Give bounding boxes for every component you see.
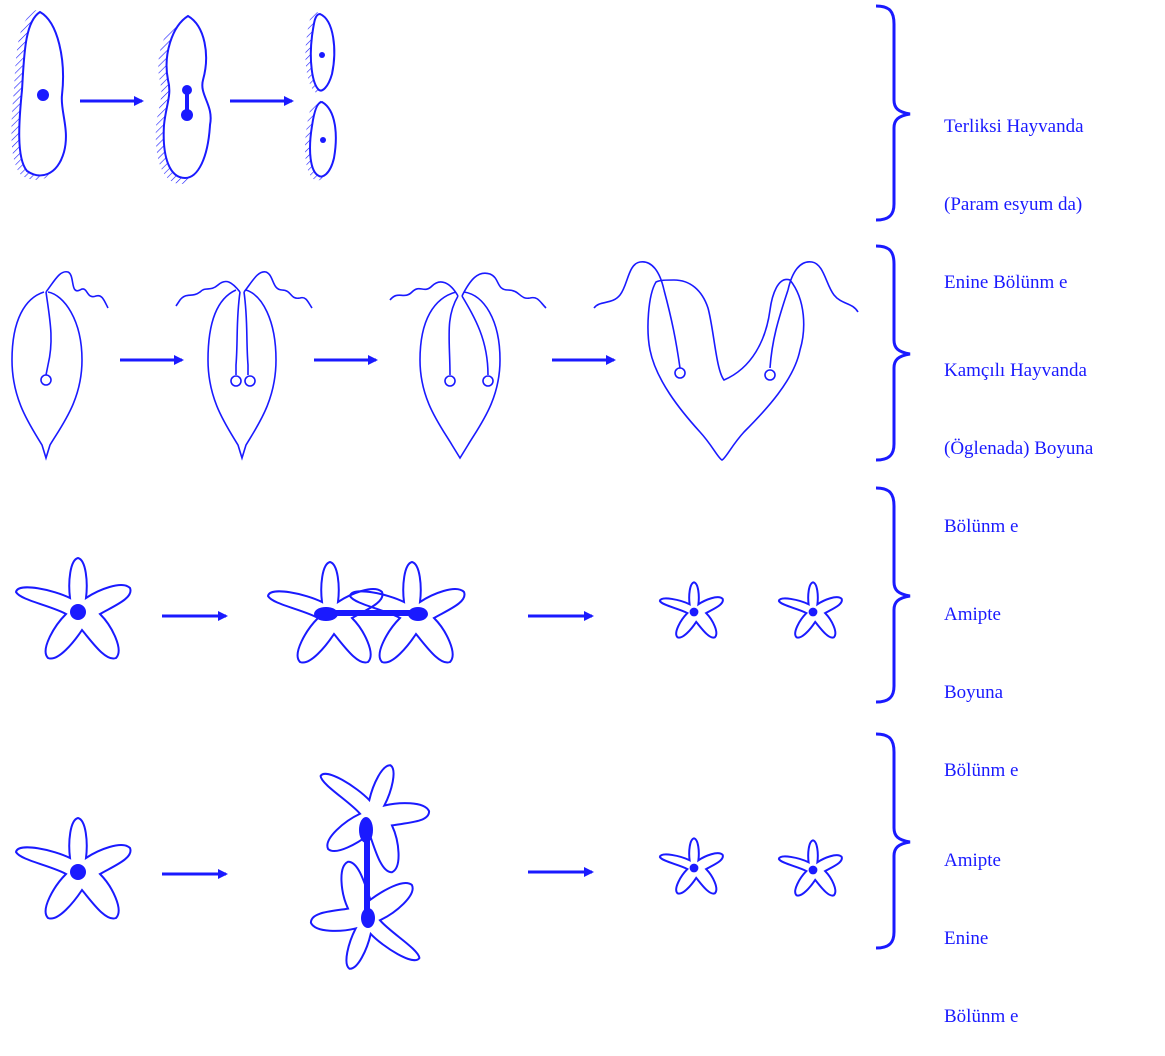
amoeba-3-daughter-2 [777, 581, 843, 639]
amoeba-3-cell-2 [266, 560, 466, 664]
amoeba-4-cell-1 [14, 816, 132, 920]
euglena-cell-1 [11, 270, 109, 461]
label-line: Bölünm e [944, 760, 1019, 781]
braces [875, 4, 911, 950]
paramecium-cell-1 [11, 10, 67, 180]
reproduction-diagram [11, 4, 911, 970]
label-line: Bölünm e [944, 516, 1019, 537]
label-line: Enine [944, 928, 989, 949]
label-line: Bölünm e [944, 1006, 1019, 1027]
label-euglena: Kamçılı Hayvanda (Öglenada) Boyuna Bölün… [944, 306, 1093, 566]
paramecium-nucleus [37, 89, 49, 101]
label-line: Kamçılı Hayvanda [944, 360, 1087, 381]
euglena-row [11, 261, 859, 461]
label-line: Enine Bölünm e [944, 272, 1068, 293]
label-line: Boyuna [944, 682, 1004, 703]
amoeba-3-daughter-1 [658, 581, 724, 639]
euglena-cell-3 [389, 272, 547, 460]
label-line: (Param esyum da) [944, 194, 1083, 215]
amoeba-4-daughter-2 [777, 839, 843, 897]
brace-1 [875, 4, 911, 222]
amoeba-3-cell-1 [14, 556, 132, 660]
label-amoeba-longitudinal: Amipte Boyuna Bölünm e [944, 550, 1018, 810]
paramecium-row [11, 10, 337, 184]
brace-4 [875, 732, 911, 950]
amoeba-4-cell-2 [309, 764, 431, 970]
amoeba-trans-row [14, 764, 843, 970]
euglena-cell-4 [593, 261, 859, 461]
label-line: Amipte [944, 604, 1001, 625]
label-line: Terliksi Hayvanda [944, 116, 1084, 137]
paramecium-nucleus-bottom [181, 109, 193, 121]
brace-3 [875, 486, 911, 704]
label-amoeba-transverse: Amipte Enine Bölünm e [944, 796, 1018, 1056]
paramecium-cell-2 [155, 14, 212, 184]
amoeba-4-daughter-1 [658, 837, 724, 895]
label-line: Amipte [944, 850, 1001, 871]
label-paramecium: Terliksi Hayvanda (Param esyum da) Enine… [944, 62, 1084, 322]
label-line: (Öglenada) Boyuna [944, 438, 1094, 459]
paramecium-daughters [305, 12, 337, 181]
euglena-cell-2 [175, 271, 313, 461]
amoeba-long-row [14, 556, 843, 664]
brace-2 [875, 244, 911, 462]
